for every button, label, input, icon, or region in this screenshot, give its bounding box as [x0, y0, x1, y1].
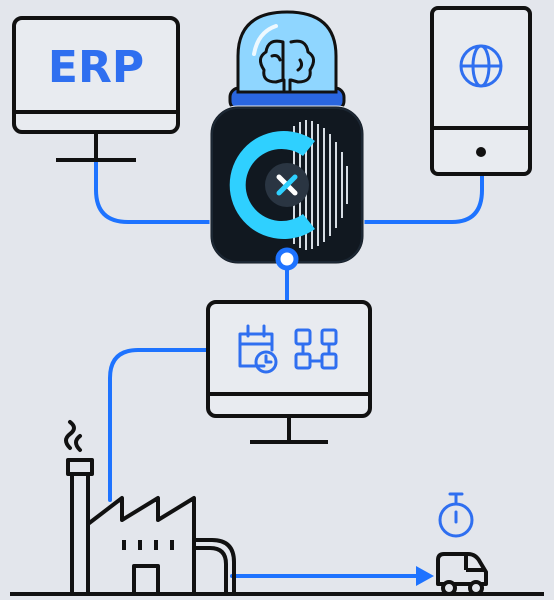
arrow-head	[416, 566, 434, 586]
truck-wheel	[441, 580, 457, 596]
hub-ring	[229, 131, 315, 239]
erp-monitor	[12, 16, 180, 162]
mobile-device	[430, 6, 532, 176]
delivery-truck-icon	[436, 552, 488, 596]
truck-wheel-2	[468, 580, 484, 596]
stopwatch-icon	[438, 492, 474, 538]
close-x-icon	[276, 174, 298, 196]
factory-icon	[64, 420, 236, 596]
home-button	[476, 147, 486, 157]
chimney	[70, 472, 90, 596]
brain-dome	[228, 10, 346, 112]
connectors	[94, 158, 484, 578]
connector-erp-hub	[94, 158, 214, 224]
erp-label: ERP	[48, 42, 144, 93]
factory-pipe	[194, 546, 228, 594]
factory-pipe-2	[194, 538, 236, 594]
hub-connector-node	[275, 247, 299, 271]
flowchart-icon	[294, 328, 338, 370]
brain-icon	[259, 39, 315, 92]
planning-monitor	[206, 300, 372, 444]
connector-planning-factory	[108, 348, 212, 502]
smoke-2	[74, 434, 82, 452]
calendar-clock-icon	[238, 324, 278, 374]
chimney-top	[66, 458, 94, 476]
globe-icon	[459, 44, 503, 88]
connector-hub-mobile	[360, 174, 484, 224]
central-hub	[209, 105, 365, 265]
smoke	[64, 420, 76, 450]
